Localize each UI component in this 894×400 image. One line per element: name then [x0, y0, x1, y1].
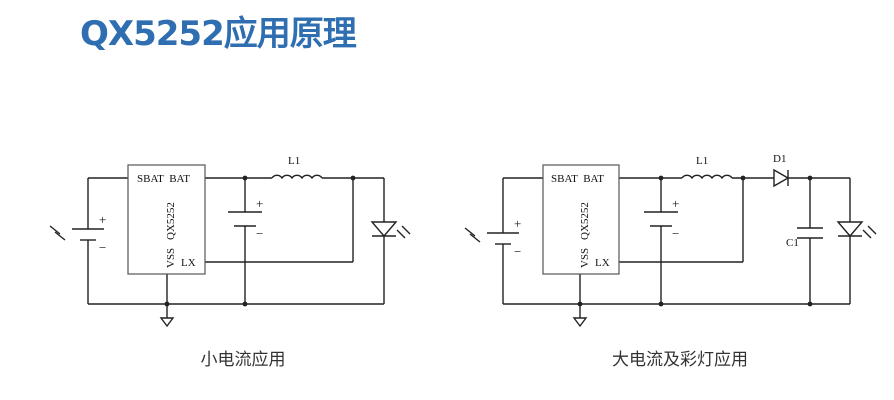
- chip-body: [127, 164, 206, 275]
- junction-dot: [242, 301, 248, 307]
- chip-body: [542, 164, 620, 275]
- junction-dot: [658, 301, 664, 307]
- light-ray-icon: [464, 227, 481, 243]
- ground-icon: [572, 317, 588, 328]
- page-title: QX5252应用原理: [80, 14, 357, 54]
- junction-dot: [807, 175, 813, 181]
- junction-dot: [242, 175, 248, 181]
- capacitor-plus-sign: +: [256, 196, 263, 211]
- inductor-coil: [681, 174, 733, 180]
- junction-dot: [577, 301, 583, 307]
- battery-plus-sign: +: [514, 216, 521, 231]
- light-ray-icon: [49, 225, 66, 241]
- chip-top-pins: SBAT BAT: [551, 173, 604, 185]
- chip-name: QX5252: [579, 202, 591, 240]
- diode-label: D1: [773, 153, 786, 165]
- battery-plus-sign: +: [99, 212, 106, 227]
- junction-dot: [807, 301, 813, 307]
- chip-pin-lx: LX: [595, 257, 610, 269]
- diode-triangle: [773, 168, 790, 188]
- junction-dot: [350, 175, 356, 181]
- junction-dot: [740, 175, 746, 181]
- battery-minus-sign: −: [99, 240, 106, 255]
- caption-large-current: 大电流及彩灯应用: [612, 350, 748, 370]
- chip-pin-vss: VSS: [579, 248, 591, 268]
- inductor-coil: [271, 174, 323, 180]
- junction-dot: [164, 301, 170, 307]
- capacitor-minus-sign: −: [256, 226, 263, 241]
- capacitor-minus-sign: −: [672, 226, 679, 241]
- chip-top-pins: SBAT BAT: [137, 173, 190, 185]
- inductor-label: L1: [288, 155, 300, 167]
- inductor-label: L1: [696, 155, 708, 167]
- led-ray-icon: [862, 225, 877, 239]
- chip-name: QX5252: [165, 202, 177, 240]
- capacitor-c1-label: C1: [786, 237, 799, 249]
- chip-pin-vss: VSS: [165, 248, 177, 268]
- capacitor-plus-sign: +: [672, 196, 679, 211]
- led-ray-icon: [396, 225, 411, 239]
- battery-minus-sign: −: [514, 244, 521, 259]
- junction-dot: [658, 175, 664, 181]
- chip-pin-lx: LX: [181, 257, 196, 269]
- caption-small-current: 小电流应用: [200, 350, 286, 370]
- led-triangle: [836, 221, 864, 238]
- ground-icon: [159, 317, 175, 328]
- led-triangle: [370, 221, 398, 238]
